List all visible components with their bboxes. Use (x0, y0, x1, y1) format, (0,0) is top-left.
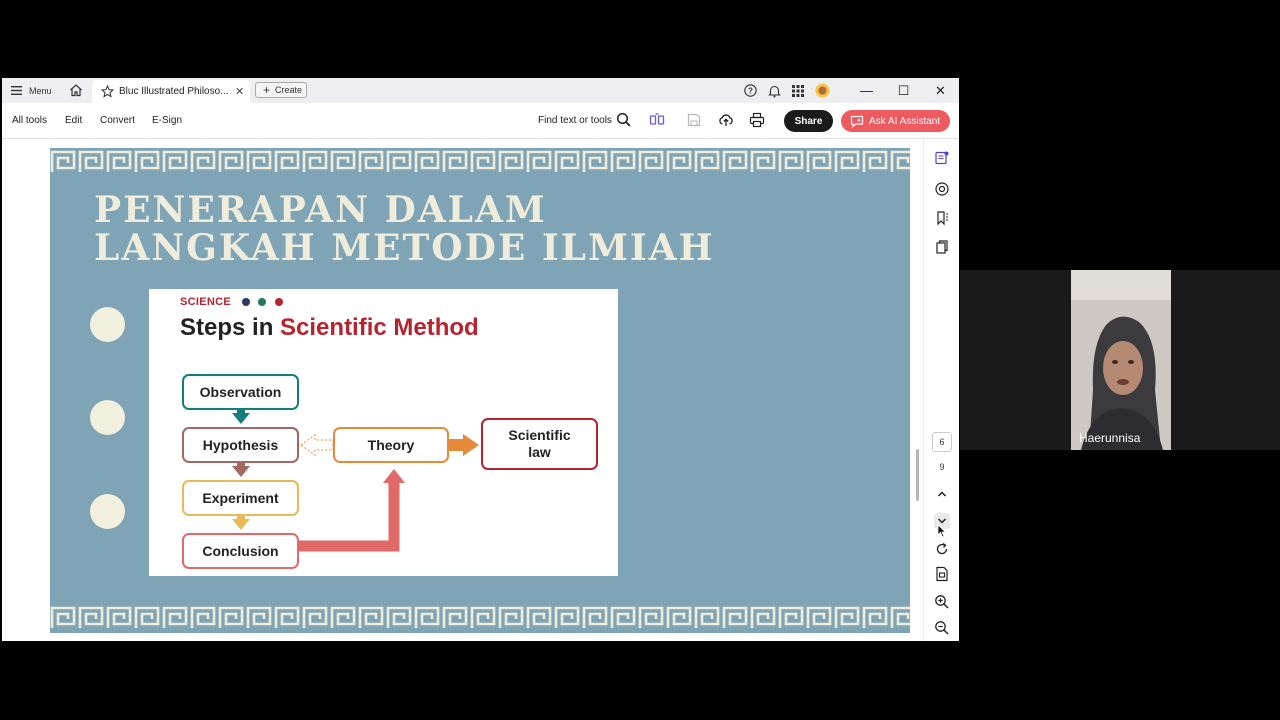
document-tab[interactable]: Bluc Illustrated Philoso... ✕ (92, 80, 250, 103)
vertical-scrollbar[interactable] (916, 449, 919, 501)
ask-ai-assistant-button[interactable]: Ask AI Assistant (841, 110, 950, 132)
step-experiment: Experiment (182, 480, 299, 516)
document-view[interactable]: PENERAPAN DALAM LANGKAH METODE ILMIAH SC… (2, 139, 923, 641)
print-icon[interactable] (749, 112, 765, 128)
search-icon[interactable] (616, 112, 632, 128)
chevron-up-icon[interactable] (934, 486, 950, 502)
video-call-panel: Haerunnisa (960, 270, 1280, 450)
science-label: SCIENCE (180, 296, 231, 308)
star-icon[interactable] (101, 85, 114, 98)
bell-icon[interactable] (762, 78, 786, 103)
total-pages: 9 (939, 462, 945, 472)
help-icon[interactable]: ? (738, 78, 762, 103)
ask-ai-label: Ask AI Assistant (869, 115, 941, 127)
save-icon[interactable] (686, 112, 702, 128)
all-tools-menu[interactable]: All tools (12, 115, 48, 126)
home-icon[interactable] (69, 83, 83, 97)
zoom-in-icon[interactable] (934, 594, 950, 610)
slide-title-line1: PENERAPAN DALAM (94, 189, 547, 231)
navy-dot (242, 298, 250, 306)
menu-label: Menu (29, 85, 52, 96)
close-window-button[interactable]: ✕ (935, 82, 946, 98)
current-page-number[interactable]: 6 (939, 437, 945, 447)
menu-button[interactable]: Menu (11, 83, 52, 98)
ai-summary-icon[interactable] (934, 181, 950, 197)
zoom-out-icon[interactable] (934, 620, 950, 636)
svg-text:?: ? (748, 87, 753, 96)
convert-menu[interactable]: Convert (100, 115, 136, 126)
participant-name: Haerunnisa (1079, 431, 1141, 445)
bullet-dot (90, 307, 125, 342)
page-fit-icon[interactable] (934, 566, 950, 582)
slide-title: PENERAPAN DALAM LANGKAH METODE ILMIAH (94, 191, 715, 267)
slide-title-line2: LANGKAH METODE ILMIAH (94, 227, 715, 269)
page-number-box[interactable] (932, 432, 952, 452)
compare-tool-icon[interactable] (649, 112, 665, 128)
create-label: Create (275, 85, 303, 95)
right-sidebar: 6 9 (923, 139, 959, 641)
bullet-dot (90, 400, 125, 435)
title-bar: Menu Bluc Illustrated Philoso... ✕ + Cre… (2, 78, 959, 103)
mouse-cursor-icon (937, 524, 947, 538)
titlebar-icons: ? — ☐ ✕ (738, 78, 959, 103)
bookmark-icon[interactable] (934, 210, 950, 226)
minimize-button[interactable]: — (860, 83, 873, 98)
pdf-reader-window: Menu Bluc Illustrated Philoso... ✕ + Cre… (2, 78, 959, 641)
esign-menu[interactable]: E-Sign (152, 115, 183, 126)
create-button[interactable]: + Create (255, 82, 307, 98)
tab-close-icon[interactable]: ✕ (235, 86, 245, 98)
heading-accent: Scientific Method (280, 314, 479, 341)
maximize-button[interactable]: ☐ (897, 82, 910, 98)
profile-avatar-icon[interactable] (810, 78, 834, 103)
edit-menu[interactable]: Edit (65, 115, 83, 126)
heading-plain: Steps in (180, 314, 281, 341)
slide-page: PENERAPAN DALAM LANGKAH METODE ILMIAH SC… (50, 148, 910, 633)
find-tools-label[interactable]: Find text or tools (538, 115, 612, 126)
flow-arrows (232, 408, 479, 552)
apps-grid-icon[interactable] (786, 78, 810, 103)
rotate-icon[interactable] (934, 541, 950, 557)
hamburger-icon (11, 86, 22, 95)
tab-title: Bluc Illustrated Philoso... (119, 86, 229, 97)
step-observation: Observation (182, 374, 299, 410)
green-dot (258, 298, 266, 306)
step-conclusion: Conclusion (182, 533, 299, 569)
main-toolbar: All tools Edit Convert E-Sign Find text … (2, 103, 959, 139)
diagram-heading: Steps in Scientific Method (180, 314, 479, 342)
step-scientific-law: Scientific law (481, 418, 598, 470)
upload-cloud-icon[interactable] (718, 112, 734, 128)
participant-silhouette-icon (1071, 270, 1171, 450)
step-hypothesis: Hypothesis (182, 427, 299, 463)
plus-icon: + (263, 83, 271, 97)
pages-icon[interactable] (934, 239, 950, 255)
ai-assistant-icon (850, 115, 864, 128)
share-button[interactable]: Share (784, 110, 833, 132)
comment-add-icon[interactable] (934, 150, 950, 166)
scientific-method-diagram: SCIENCE Steps in Scientific Method (149, 289, 618, 576)
participant-video[interactable] (1071, 270, 1171, 450)
greek-key-border-top (50, 148, 910, 176)
bullet-dot (90, 494, 125, 529)
red-dot (275, 298, 283, 306)
greek-key-border-bottom (50, 604, 910, 632)
step-theory: Theory (333, 427, 449, 463)
